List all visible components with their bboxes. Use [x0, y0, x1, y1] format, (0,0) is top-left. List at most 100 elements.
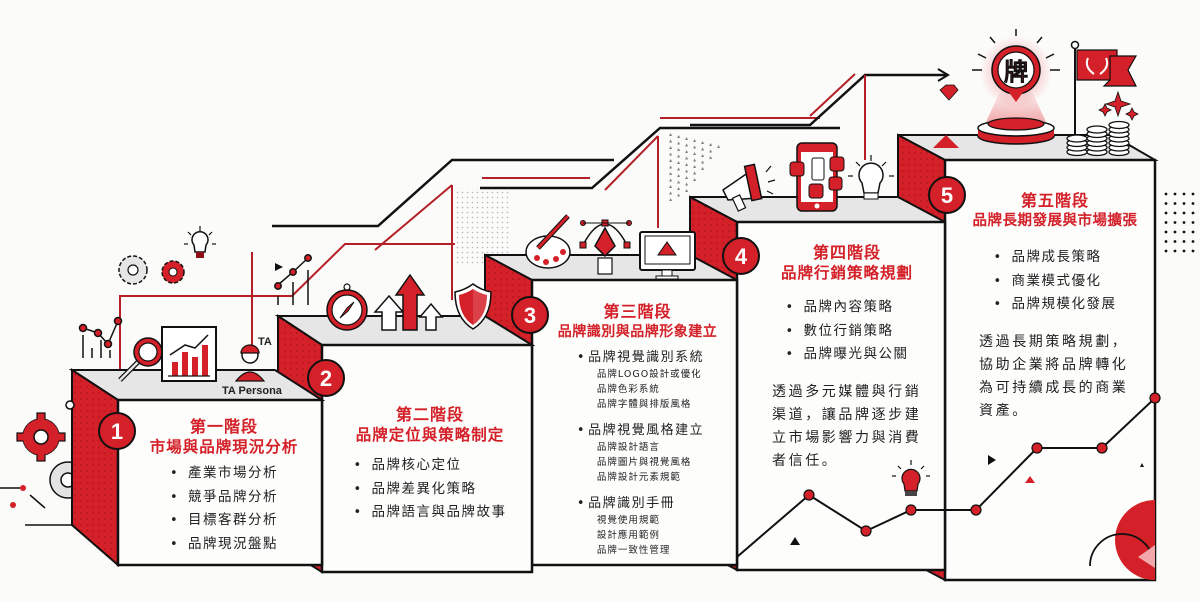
grid-dot: [1182, 230, 1186, 234]
texture-triangle: [685, 137, 689, 140]
stage-3-sub-item: 品牌設計語言: [596, 442, 660, 453]
grid-dot: [1182, 221, 1186, 224]
texture-triangle: [669, 185, 673, 188]
grid-dot: [1173, 192, 1177, 196]
grid-dot: [1164, 230, 1168, 234]
bar-chart-icon: [161, 326, 217, 382]
stage-3-number-badge: 3: [511, 296, 549, 334]
stage-1-bullet: 目標客群分析: [170, 509, 278, 533]
compass-icon: [326, 283, 368, 331]
texture-triangle: [693, 171, 697, 175]
growth-arrows-icon: [373, 273, 444, 331]
stage-4-description-line: 透過多元媒體與行銷: [772, 383, 922, 400]
texture-triangle: [709, 143, 713, 146]
grid-dot: [1182, 192, 1186, 196]
texture-triangle: [677, 193, 681, 197]
grid-dot: [1173, 202, 1177, 205]
texture-triangle: [709, 156, 713, 159]
texture-triangle: [677, 180, 681, 184]
stage-5-content: 第五階段 品牌長期發展與市場擴張 品牌成長策略 商業模式優化 品牌規模化發展 透…: [955, 190, 1155, 423]
texture-triangle: [685, 150, 689, 153]
texture-triangle: [693, 165, 697, 168]
stage-4-content: 第四階段 品牌行銷策略規劃 品牌內容策略 數位行銷策略 品牌曝光與公關 透過多元…: [752, 242, 942, 473]
stage-5-description: 透過長期策略規劃， 協助企業將品牌轉化 為可持續成長的商業 資產。: [955, 331, 1155, 423]
magnifier-icon: [118, 337, 163, 382]
stage-5-description-line: 為可持續成長的商業: [979, 379, 1129, 396]
texture-triangle: [669, 191, 673, 195]
grid-dot: [1173, 240, 1177, 243]
texture-triangle: [669, 152, 673, 156]
stage-5-number: 5: [941, 183, 953, 208]
texture-triangle: [669, 146, 673, 149]
grid-dot: [1191, 240, 1195, 243]
growth-node: [1096, 442, 1108, 454]
grid-dot: [1164, 192, 1168, 196]
texture-triangle: [669, 172, 673, 175]
line-chart-icon: [78, 316, 123, 358]
grid-dot: [1173, 221, 1177, 224]
texture-triangle: [693, 152, 697, 155]
dot-grid-decoration: [1164, 192, 1195, 253]
stage-1-content: 第一階段 市場與品牌現況分析 產業市場分析 競爭品牌分析 目標客群分析 品牌現況…: [130, 416, 318, 556]
texture-triangle: [669, 139, 673, 143]
growth-node: [860, 525, 872, 537]
stage-4-description-line: 者信任。: [772, 452, 839, 469]
stage-5-subtitle: 品牌長期發展與市場擴張: [972, 213, 1138, 229]
texture-triangle: [709, 149, 713, 153]
stage-2-subtitle: 品牌定位與策略制定: [355, 426, 505, 444]
background-step-lines: [119, 68, 950, 432]
stage-2-content: 第二階段 品牌定位與策略制定 品牌核心定位 品牌差異化策略 品牌語言與品牌故事: [332, 404, 528, 525]
grid-dot: [1191, 211, 1195, 215]
smartphone-social-icon: [789, 142, 845, 212]
stage-1-bullet: 產業市場分析: [170, 462, 278, 486]
texture-triangle: [701, 154, 705, 157]
grid-dot: [1182, 211, 1186, 215]
stage-4-description: 透過多元媒體與行銷 渠道，讓品牌逐步建 立市場影響力與消費 者信任。: [752, 381, 942, 473]
stage-2-title: 第二階段: [395, 405, 464, 424]
lightbulb-icon: [848, 155, 894, 200]
lightbulb-icon: [184, 226, 216, 258]
grid-dot: [1191, 192, 1195, 196]
stage-1-number-badge: 1: [98, 412, 136, 450]
grid-dot: [1182, 240, 1186, 243]
stage-2-number-badge: 2: [307, 359, 345, 397]
stage-3-group: 品牌視覺識別系統 品牌LOGO設計或優化 品牌色彩系統 品牌字體與排版風格: [577, 349, 704, 412]
megaphone-icon: [722, 163, 776, 212]
texture-triangle: [669, 178, 673, 182]
stage-5-number-badge: 5: [928, 176, 966, 214]
texture-triangle: [717, 145, 721, 148]
stage-3-sub-item: 品牌圖片與視覺風格: [596, 457, 692, 468]
texture-triangle: [685, 176, 689, 179]
texture-triangle: [701, 147, 705, 151]
triangle-dot-texture: [669, 133, 721, 201]
stage-3-group: 品牌識別手冊 視覺使用規範 設計應用範例 品牌一致性管理: [577, 495, 704, 558]
texture-triangle: [685, 189, 689, 192]
grid-dot: [1182, 202, 1186, 205]
grid-dot: [1173, 249, 1177, 253]
texture-triangle: [677, 154, 681, 158]
growth-node: [1031, 442, 1043, 454]
coin: [1108, 120, 1130, 130]
texture-triangle: [693, 178, 697, 181]
growth-node: [905, 504, 917, 516]
stage-2-bullets: 品牌核心定位 品牌差異化策略 品牌語言與品牌故事: [354, 454, 507, 525]
stage-2-bullet: 品牌核心定位: [354, 454, 507, 478]
texture-triangle: [685, 169, 689, 173]
grid-dot: [1164, 249, 1168, 253]
growth-node: [970, 504, 982, 516]
stage-4-description-line: 立市場影響力與消費: [772, 429, 922, 446]
dot-texture: [455, 188, 510, 266]
texture-triangle: [693, 139, 697, 142]
grid-dot: [1164, 221, 1168, 224]
stage-3-number: 3: [524, 303, 536, 328]
texture-triangle: [669, 165, 673, 169]
stage-2-bullet: 品牌差異化策略: [354, 478, 507, 502]
stage-1-bullets: 產業市場分析 競爭品牌分析 目標客群分析 品牌現況盤點: [170, 462, 278, 556]
growth-node: [803, 489, 815, 501]
texture-triangle: [685, 163, 689, 166]
stage-4-bullet: 品牌內容策略: [786, 296, 909, 320]
texture-triangle: [677, 167, 681, 171]
laurel-flag-icon: [1070, 40, 1138, 140]
gem-icon: [939, 84, 959, 101]
brand-glyph: 牌: [1004, 58, 1028, 86]
